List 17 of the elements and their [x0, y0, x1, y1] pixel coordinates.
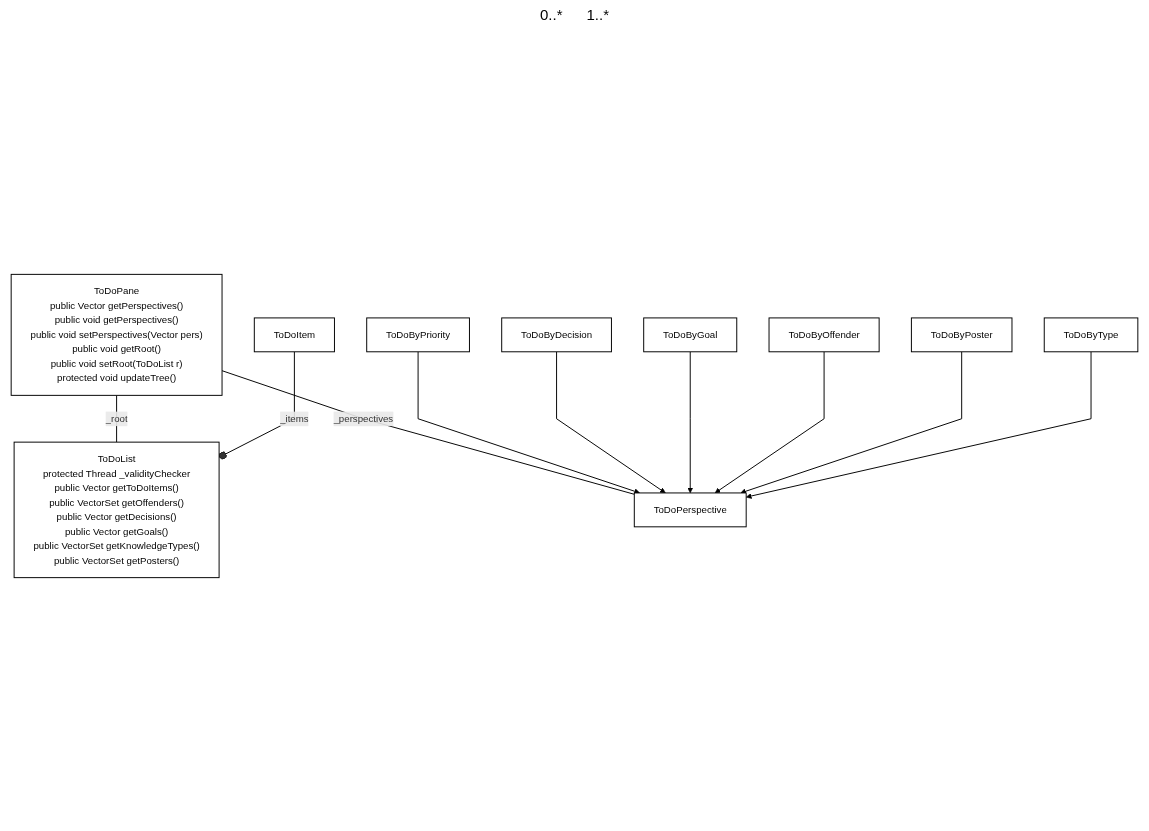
node-box: ToDoByPriority	[366, 317, 470, 353]
node-box: ToDoByDecision	[501, 317, 612, 353]
multiplicity-label: 1..*	[586, 6, 609, 23]
connector	[221, 370, 635, 495]
node-box: ToDoByType	[1043, 317, 1139, 353]
node-box: ToDoPane public Vector getPerspectives() public void getPerspectives() public void setPerspectives(Vector pers) public void getRoot() public void setRoot(ToDoList r) protected void updateTree()	[10, 273, 223, 396]
connector	[116, 394, 118, 443]
node-box: ToDoItem	[253, 317, 335, 353]
edge-label: _items	[280, 412, 309, 424]
edge-label: _perspectives	[333, 412, 394, 424]
node-box: ToDoPerspective	[633, 492, 747, 528]
node-box: ToDoByGoal	[643, 317, 738, 353]
node-box: ToDoList protected Thread _validityChecker public Vector getToDoItems() public VectorSet getOffenders() public Vector getDecisions() public Vector getGoals() public VectorSet getKnowledgeTypes() public VectorSet getPosters()	[13, 441, 220, 579]
node-box: ToDoByOffender	[768, 317, 880, 353]
multiplicity-label: 0..*	[540, 6, 563, 23]
edge-label: _root	[105, 412, 128, 424]
node-box: ToDoByPoster	[910, 317, 1013, 353]
